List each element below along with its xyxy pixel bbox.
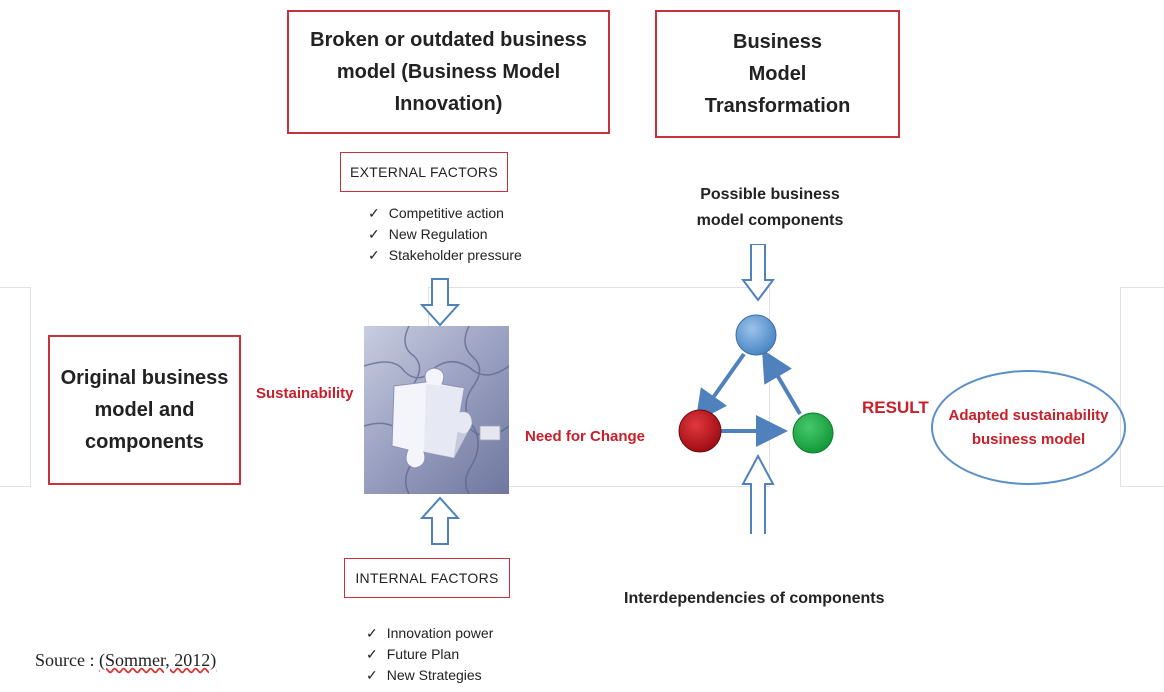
external-factors-list: Competitive action New Regulation Stakeh… <box>368 203 522 266</box>
transformation-box: Business Model Transformation <box>655 10 900 138</box>
components-triangle <box>678 244 834 534</box>
watermark-left-rail <box>0 287 31 487</box>
original-model-line-3: components <box>85 431 204 453</box>
possible-components-label: Possible business model components <box>675 182 865 234</box>
arrow-up-internal-icon <box>420 496 460 545</box>
interdependencies-label: Interdependencies of components <box>624 590 885 607</box>
result-oval: Adapted sustainability business model <box>931 370 1126 485</box>
external-factor-item: Stakeholder pressure <box>368 245 522 266</box>
source-reference: (Sommer, 2012) <box>98 650 217 670</box>
broken-model-box: Broken or outdated business model (Busin… <box>287 10 610 134</box>
component-node-green <box>792 412 834 454</box>
internal-factor-item: Future Plan <box>366 644 493 665</box>
source-prefix: Source : <box>35 650 95 670</box>
internal-factor-item: Innovation power <box>366 623 494 644</box>
result-label: RESULT <box>862 398 929 417</box>
possible-components-line-1: Possible business <box>700 186 840 203</box>
sustainability-label: Sustainability <box>256 385 354 402</box>
external-factor-item: Competitive action <box>368 203 522 224</box>
broken-model-line-2: model (Business Model <box>336 61 561 83</box>
transformation-line-2: Model <box>748 63 807 85</box>
result-oval-line-1: Adapted sustainability <box>948 406 1109 424</box>
arrow-down-components-icon <box>741 244 775 302</box>
result-oval-line-2: business model <box>971 430 1086 448</box>
broken-model-line-3: Innovation) <box>394 93 503 115</box>
possible-components-line-2: model components <box>696 212 844 229</box>
arrow-up-components-icon <box>741 453 775 534</box>
watermark-right-rail <box>1120 287 1164 487</box>
internal-factors-list: Innovation power Future Plan New Strateg… <box>366 623 494 686</box>
internal-factors-title: INTERNAL FACTORS <box>355 570 499 586</box>
external-factors-box: EXTERNAL FACTORS <box>340 152 508 192</box>
external-factors-title: EXTERNAL FACTORS <box>350 164 498 180</box>
source-citation: Source : (Sommer, 2012) <box>35 650 216 671</box>
original-model-line-2: model and <box>94 399 195 421</box>
component-node-blue <box>735 314 777 356</box>
need-for-change-label: Need for Change <box>525 428 646 445</box>
original-model-line-1: Original business <box>60 367 229 389</box>
puzzle-image <box>364 326 509 494</box>
transformation-line-1: Business <box>733 31 822 53</box>
internal-factor-item: New Strategies <box>366 665 493 686</box>
transformation-line-3: Transformation <box>704 95 851 117</box>
puzzle-pieces-icon <box>364 326 509 494</box>
original-model-box: Original business model and components <box>48 335 241 485</box>
external-factor-item: New Regulation <box>368 224 522 245</box>
arrow-down-external-icon <box>420 278 460 327</box>
broken-model-line-1: Broken or outdated business <box>310 29 587 51</box>
component-node-red <box>678 409 722 453</box>
internal-factors-box: INTERNAL FACTORS <box>344 558 510 598</box>
